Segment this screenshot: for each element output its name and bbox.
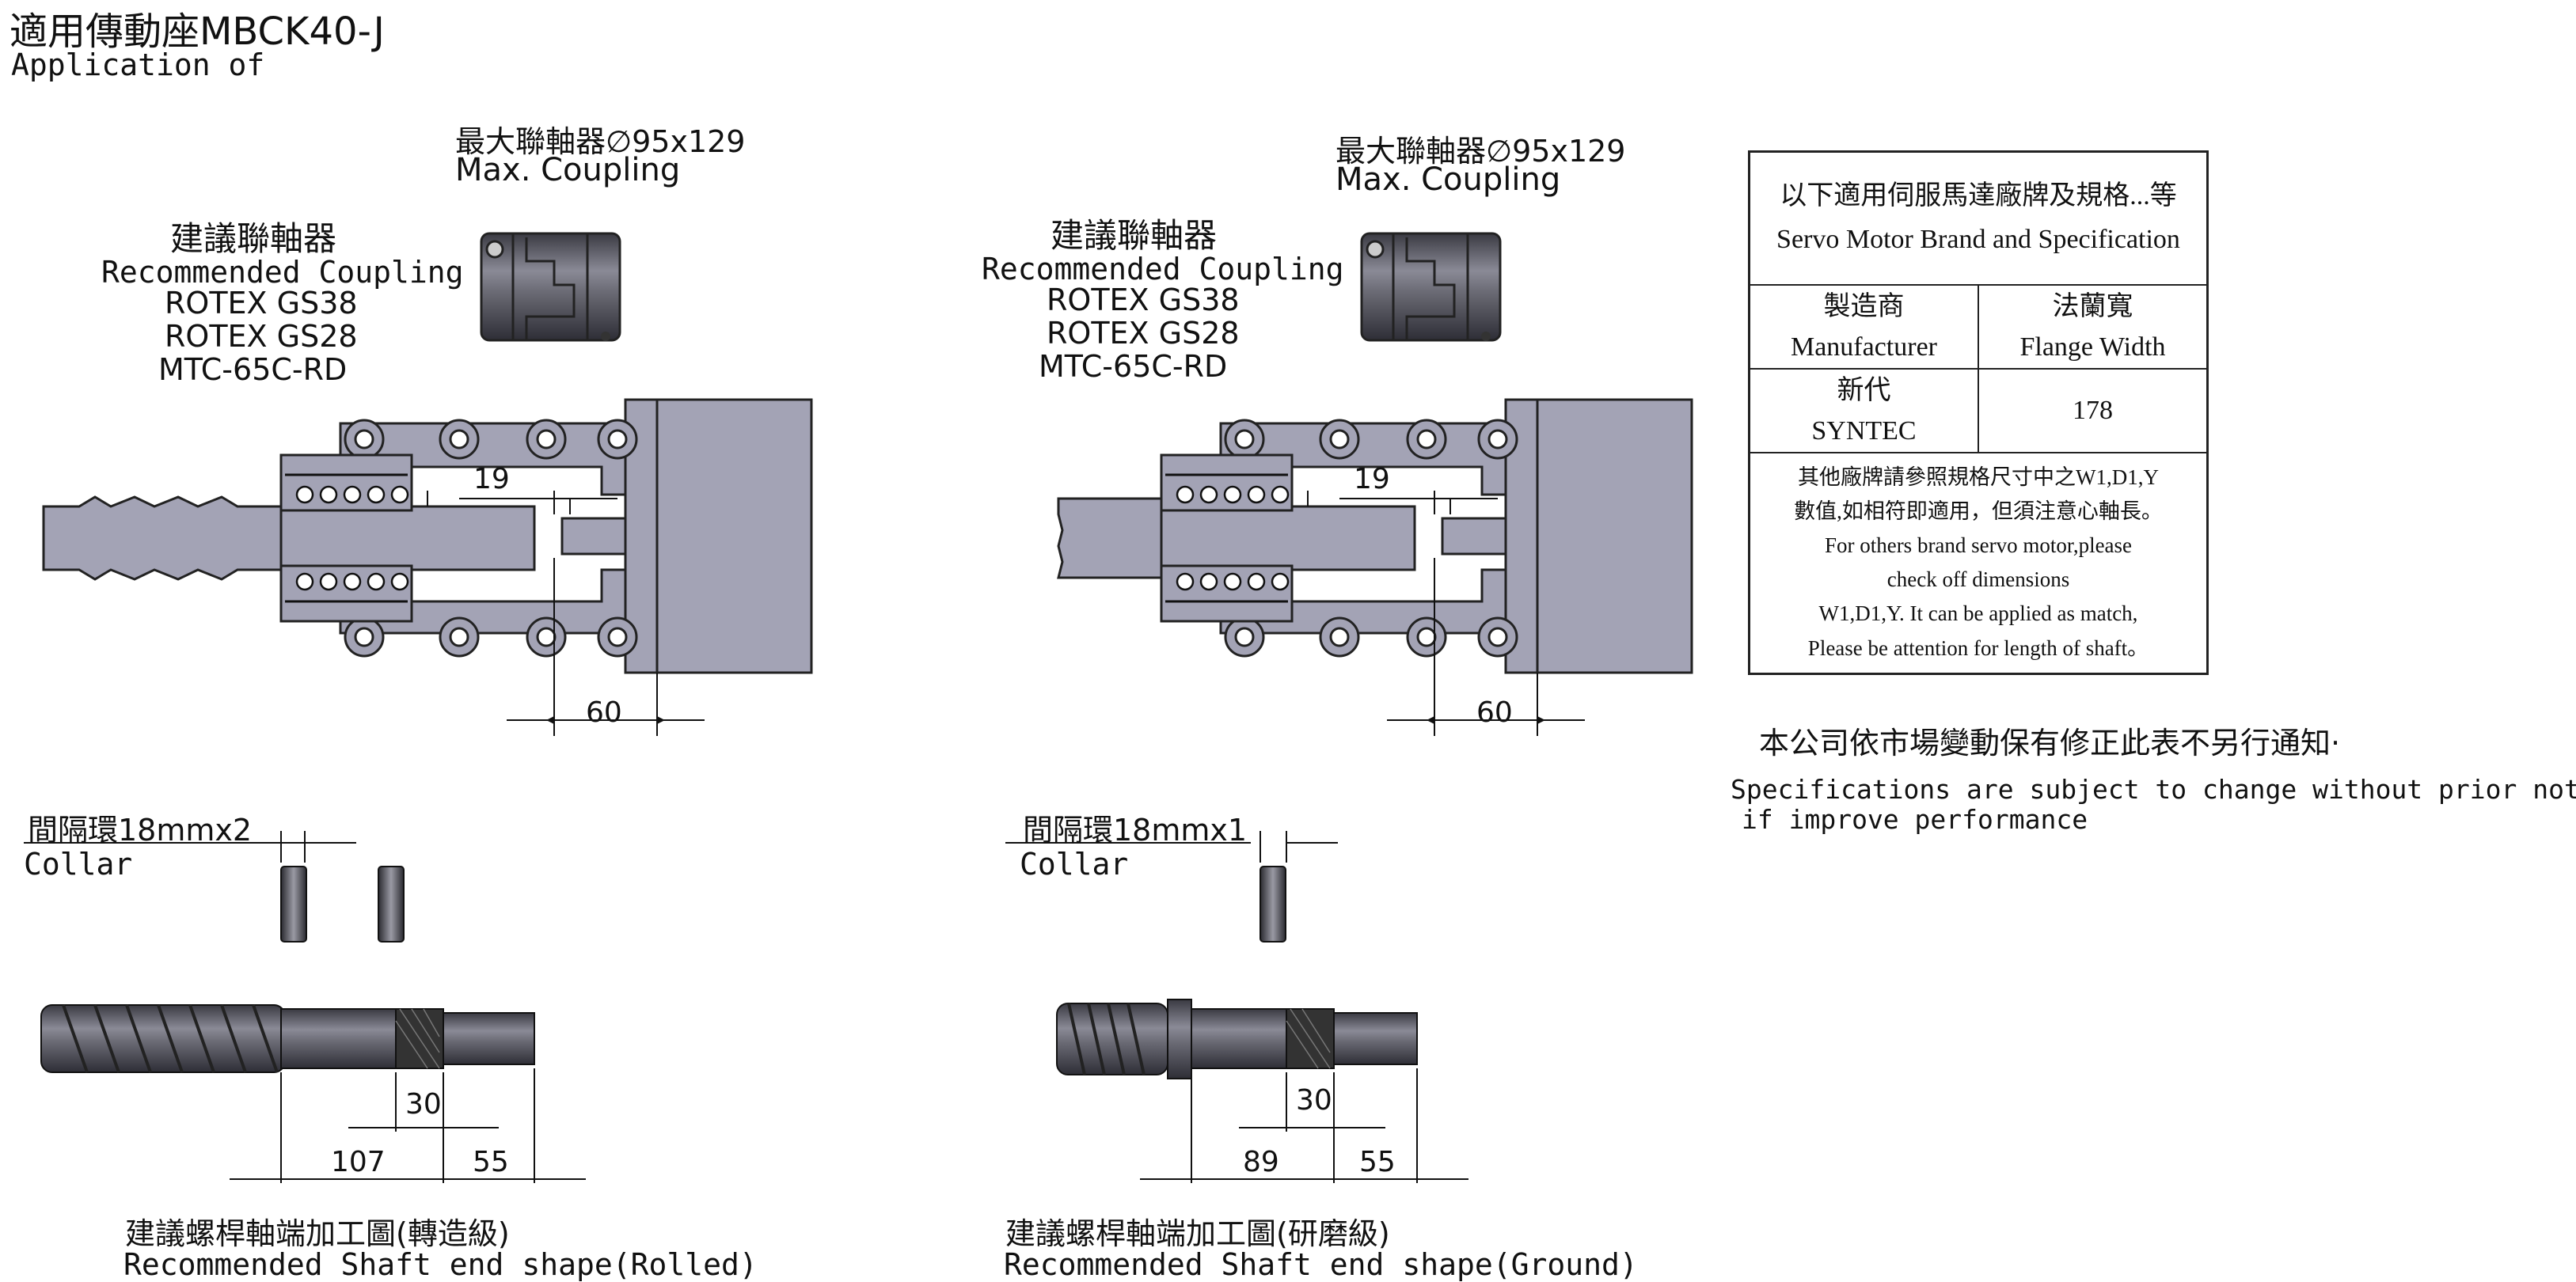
right-model-2: ROTEX GS28 bbox=[1047, 316, 1240, 351]
table-note: 其他廠牌請參照規格尺寸中之W1,D1,Y 數值,如相符即適用，但須注意心軸長。 … bbox=[1748, 451, 2209, 675]
right-assembly-drawing bbox=[1057, 232, 1693, 738]
notice-en-line-2: if improve performance bbox=[1742, 804, 2088, 835]
right-collar-zh: 間隔環18mmx1 bbox=[1023, 813, 1248, 848]
right-collars bbox=[1005, 831, 1338, 943]
right-model-3: MTC-65C-RD bbox=[1039, 349, 1228, 384]
note-line-3: For others brand servo motor,please bbox=[1824, 533, 2133, 558]
notice-zh: 本公司依市場變動保有修正此表不另行通知· bbox=[1759, 726, 2341, 760]
right-recommended-en: Recommended Coupling bbox=[982, 252, 1344, 286]
left-dim-19: 19 bbox=[473, 463, 510, 495]
left-collars bbox=[24, 831, 405, 943]
table-header-cell: 以下適用伺服馬達廠牌及規格...等 Servo Motor Brand and … bbox=[1748, 150, 2209, 286]
brand-en: SYNTEC bbox=[1811, 415, 1917, 446]
right-shaft-caption-en: Recommended Shaft end shape(Ground) bbox=[1004, 1247, 1638, 1282]
left-recommended-zh: 建議聯軸器 bbox=[170, 219, 337, 258]
note-line-4: check off dimensions bbox=[1886, 567, 2070, 592]
col-flange-width-en: Flange Width bbox=[2019, 332, 2166, 362]
col-flange-width: 法蘭寬 Flange Width bbox=[1978, 283, 2209, 370]
col-manufacturer-en: Manufacturer bbox=[1790, 332, 1937, 362]
col-manufacturer: 製造商 Manufacturer bbox=[1748, 283, 1979, 370]
right-recommended-zh: 建議聯軸器 bbox=[1051, 216, 1218, 255]
page-title: 適用傳動座MBCK40-J bbox=[9, 9, 385, 54]
table-row-brand: 新代 SYNTEC bbox=[1748, 367, 1979, 453]
left-dim-60: 60 bbox=[586, 696, 622, 729]
right-dim-60: 60 bbox=[1476, 696, 1513, 729]
left-max-coupling-zh: 最大聯軸器∅95x129 bbox=[455, 124, 746, 159]
right-max-coupling-zh: 最大聯軸器∅95x129 bbox=[1335, 134, 1626, 169]
right-collar-en: Collar bbox=[1020, 847, 1129, 882]
left-collar-zh: 間隔環18mmx2 bbox=[28, 813, 253, 848]
right-dim-55: 55 bbox=[1359, 1146, 1396, 1178]
page-subtitle: Application of bbox=[11, 47, 265, 82]
left-assembly-drawing bbox=[42, 232, 813, 738]
left-dim-107: 107 bbox=[331, 1146, 386, 1178]
notice-en-line-1: Specifications are subject to change wit… bbox=[1731, 774, 2576, 805]
right-dim-19: 19 bbox=[1354, 463, 1390, 495]
note-line-5: W1,D1,Y. It can be applied as match, bbox=[1818, 601, 2138, 626]
left-dim-55: 55 bbox=[473, 1146, 509, 1178]
note-line-1: 其他廠牌請參照規格尺寸中之W1,D1,Y bbox=[1798, 465, 2159, 489]
table-header-zh: 以下適用伺服馬達廠牌及規格...等 bbox=[1780, 181, 2177, 211]
table-row-value: 178 bbox=[1978, 367, 2209, 453]
left-shaft-end bbox=[40, 1004, 586, 1183]
right-shaft-end bbox=[1056, 999, 1468, 1183]
brand-zh: 新代 bbox=[1837, 375, 1891, 405]
left-dim-30: 30 bbox=[405, 1088, 442, 1121]
left-model-3: MTC-65C-RD bbox=[158, 352, 348, 387]
right-shaft-caption-zh: 建議螺桿軸端加工圖(研磨級) bbox=[1005, 1216, 1390, 1251]
left-shaft-caption-en: Recommended Shaft end shape(Rolled) bbox=[123, 1247, 758, 1282]
right-model-1: ROTEX GS38 bbox=[1047, 283, 1240, 317]
note-line-6: Please be attention for length of shaft。 bbox=[1807, 635, 2149, 660]
servo-spec-table: 以下適用伺服馬達廠牌及規格...等 Servo Motor Brand and … bbox=[1748, 150, 2209, 675]
note-line-2: 數值,如相符即適用，但須注意心軸長。 bbox=[1794, 499, 2163, 523]
left-recommended-en: Recommended Coupling bbox=[101, 255, 464, 290]
right-dim-30: 30 bbox=[1296, 1084, 1332, 1117]
table-header-en: Servo Motor Brand and Specification bbox=[1776, 224, 2180, 254]
left-model-1: ROTEX GS38 bbox=[165, 286, 358, 320]
left-max-coupling-en: Max. Coupling bbox=[455, 152, 681, 188]
col-manufacturer-zh: 製造商 bbox=[1823, 291, 1905, 321]
left-collar-en: Collar bbox=[24, 847, 133, 882]
left-model-2: ROTEX GS28 bbox=[165, 319, 358, 354]
left-shaft-caption-zh: 建議螺桿軸端加工圖(轉造級) bbox=[125, 1216, 510, 1251]
right-max-coupling-en: Max. Coupling bbox=[1335, 161, 1561, 198]
col-flange-width-zh: 法蘭寬 bbox=[2052, 291, 2133, 321]
right-dim-89: 89 bbox=[1243, 1146, 1279, 1178]
